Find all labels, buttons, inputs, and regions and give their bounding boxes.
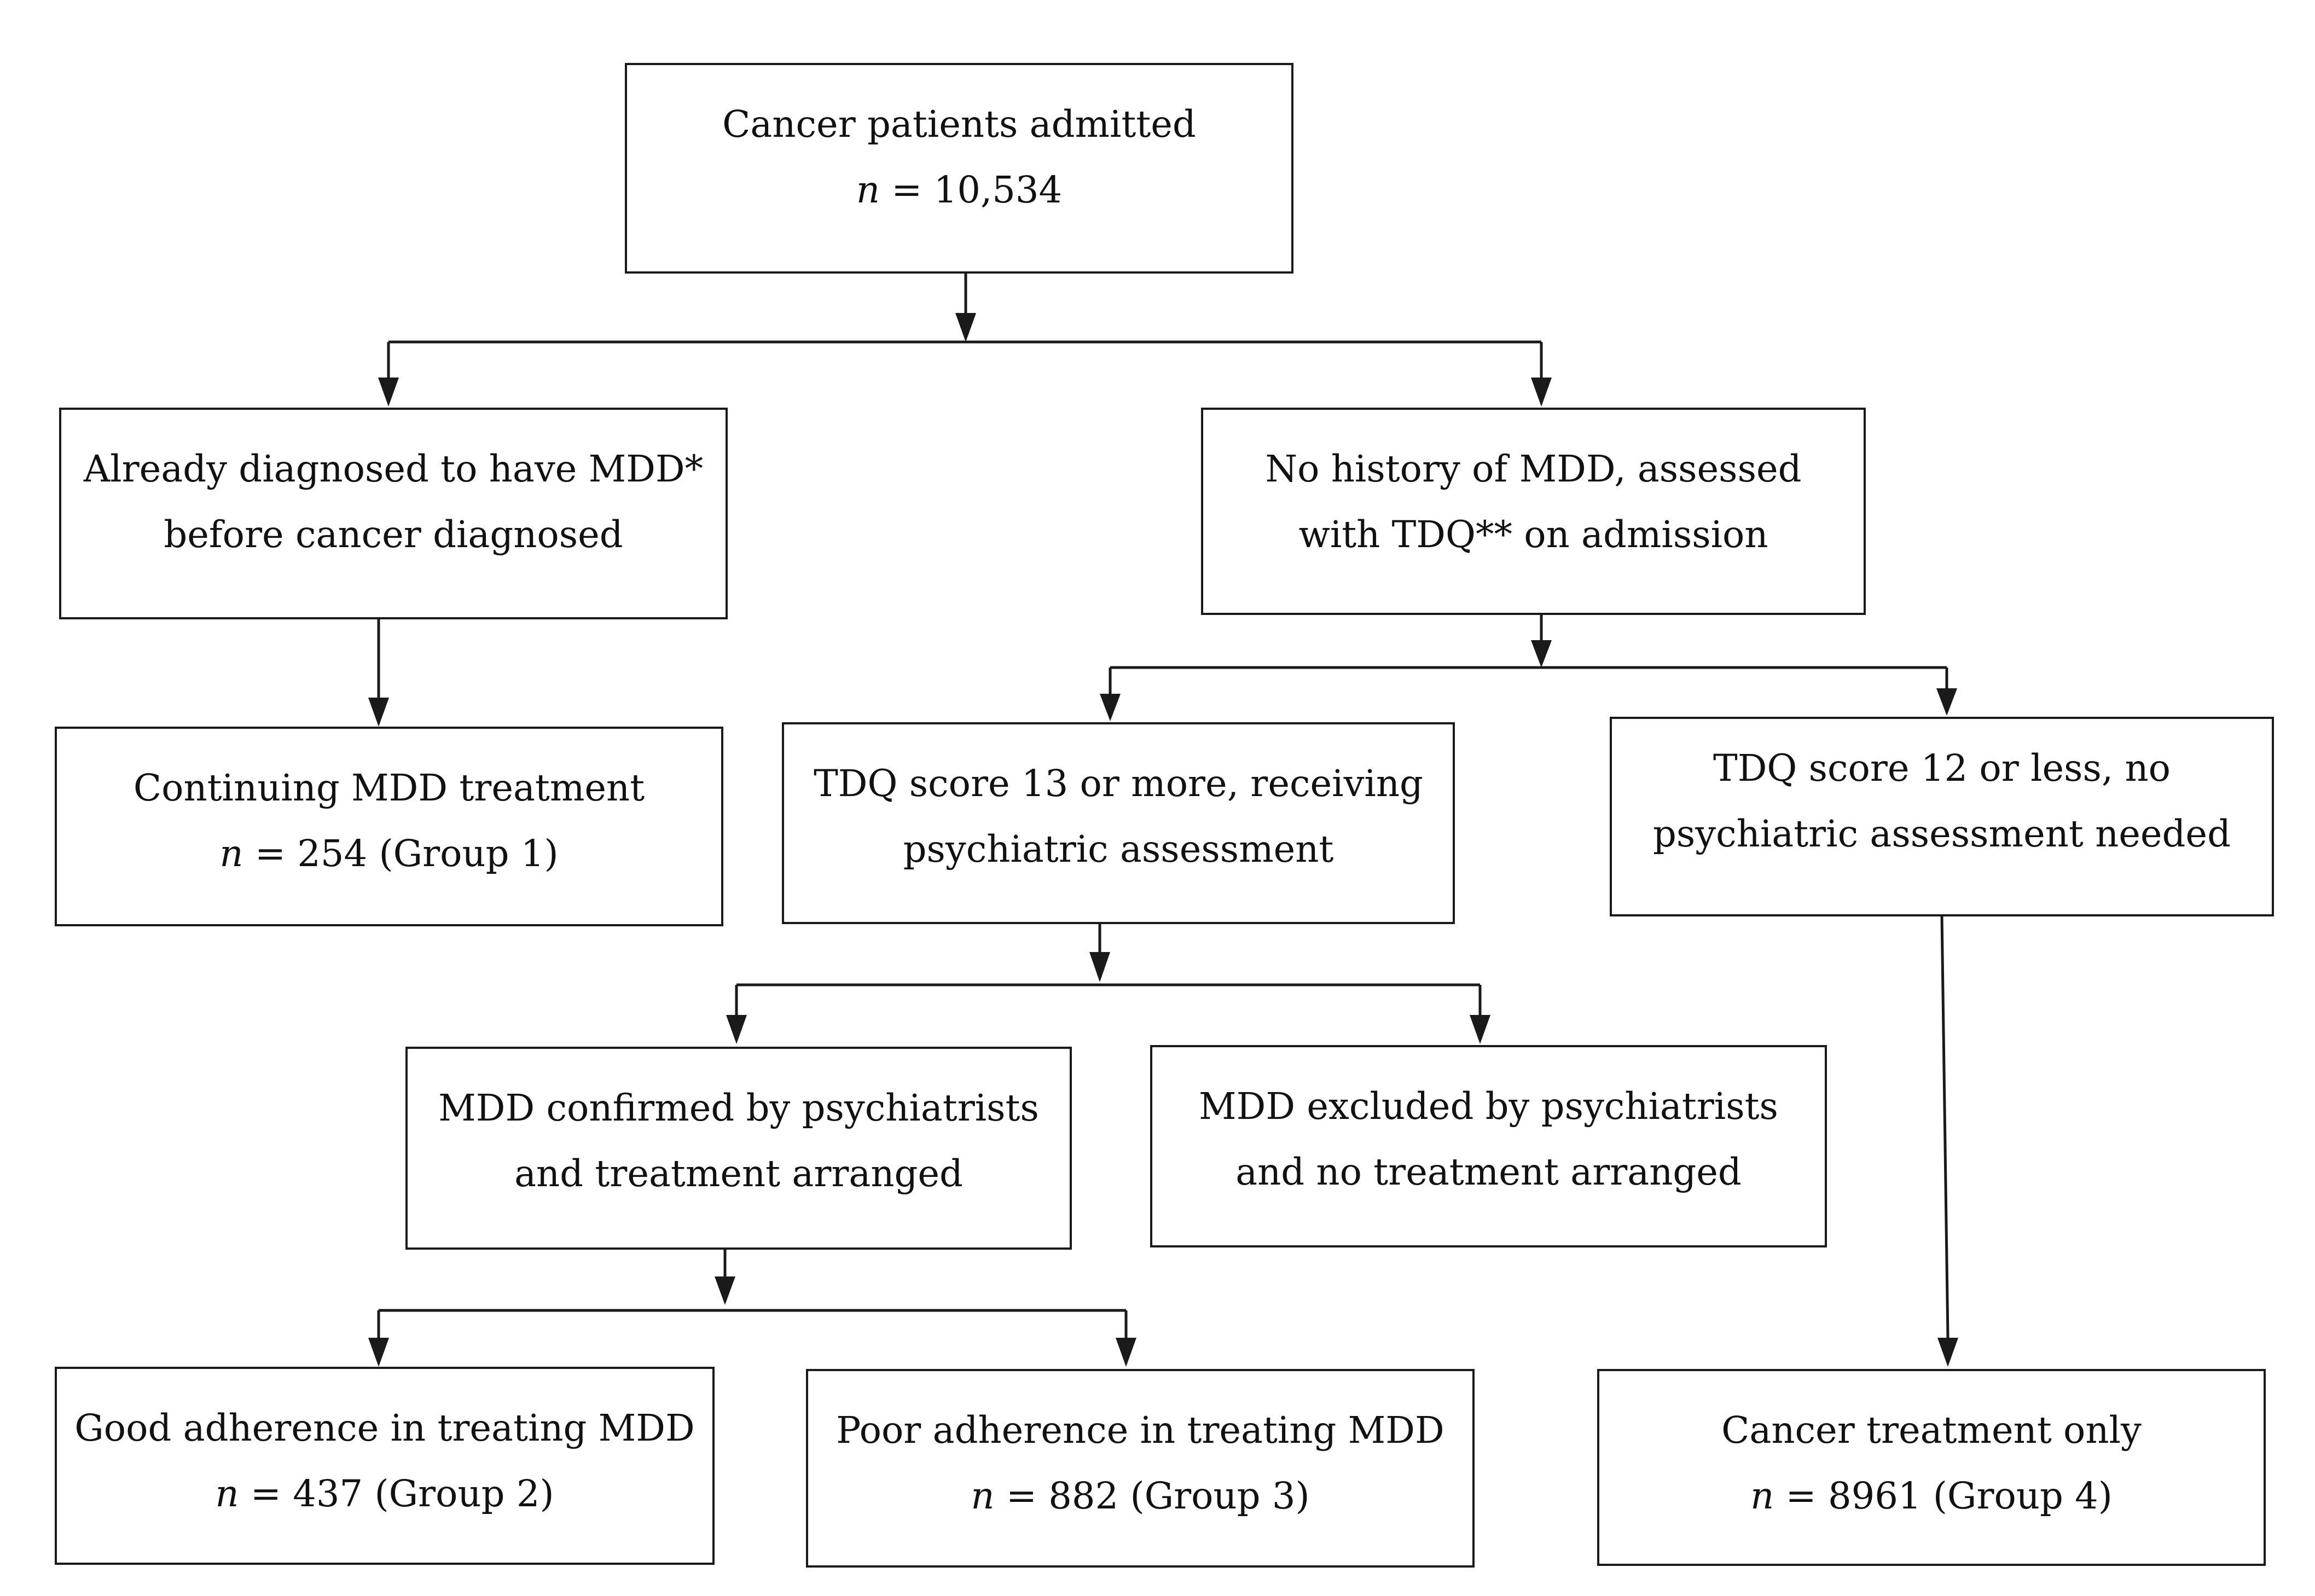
box-text: with TDQ** on admission xyxy=(1298,513,1768,556)
box-text: and no treatment arranged xyxy=(1235,1151,1742,1193)
box-text: Poor adherence in treating MDD xyxy=(836,1409,1444,1452)
sample-size-label: n = 8961 (Group 4) xyxy=(1750,1475,2113,1517)
connector-history-tdq xyxy=(1100,614,1957,721)
box-text: TDQ score 13 or more, receiving xyxy=(814,762,1423,805)
connector-admitted-split xyxy=(378,272,1552,407)
box-text: psychiatric assessment xyxy=(903,828,1334,870)
box-text: and treatment arranged xyxy=(514,1152,963,1195)
box-text: Continuing MDD treatment xyxy=(133,767,645,809)
box-already-diagnosed-mdd: Already diagnosed to have MDD* before ca… xyxy=(59,408,728,619)
box-tdq-high: TDQ score 13 or more, receiving psychiat… xyxy=(782,722,1455,924)
connector-prior-group1 xyxy=(368,618,389,727)
connector-confirmed-adherence xyxy=(368,1249,1136,1367)
box-text: Cancer patients admitted xyxy=(722,103,1196,146)
box-text: psychiatric assessment needed xyxy=(1653,812,2231,855)
sample-size-label: n = 254 (Group 1) xyxy=(219,832,559,875)
box-group4-cancer-treatment-only: Cancer treatment only n = 8961 (Group 4) xyxy=(1597,1369,2266,1566)
sample-size-label: n = 10,534 xyxy=(856,169,1063,211)
box-text: Already diagnosed to have MDD* xyxy=(83,448,704,490)
box-cancer-patients-admitted: Cancer patients admitted n = 10,534 xyxy=(625,63,1293,274)
box-text: TDQ score 12 or less, no xyxy=(1713,747,2171,790)
box-text: MDD confirmed by psychiatrists xyxy=(438,1087,1039,1129)
box-group2-good-adherence: Good adherence in treating MDD n = 437 (… xyxy=(55,1367,715,1565)
box-tdq-low: TDQ score 12 or less, no psychiatric ass… xyxy=(1610,717,2274,916)
sample-size-label: n = 437 (Group 2) xyxy=(215,1472,554,1515)
box-group3-poor-adherence: Poor adherence in treating MDD n = 882 (… xyxy=(806,1369,1475,1568)
box-group1-continuing-mdd: Continuing MDD treatment n = 254 (Group … xyxy=(55,727,723,926)
sample-size-label: n = 882 (Group 3) xyxy=(971,1475,1310,1517)
box-mdd-confirmed: MDD confirmed by psychiatrists and treat… xyxy=(405,1047,1072,1250)
box-no-history-mdd: No history of MDD, assessed with TDQ** o… xyxy=(1201,408,1866,615)
box-text: before cancer diagnosed xyxy=(164,513,623,556)
box-text: Good adherence in treating MDD xyxy=(74,1407,695,1449)
box-text: Cancer treatment only xyxy=(1721,1409,2142,1452)
connector-tdqlow-group4 xyxy=(1937,915,1958,1367)
box-text: MDD excluded by psychiatrists xyxy=(1199,1085,1778,1128)
box-mdd-excluded: MDD excluded by psychiatrists and no tre… xyxy=(1150,1045,1827,1247)
connector-tdqhigh-psych xyxy=(726,923,1490,1044)
box-text: No history of MDD, assessed xyxy=(1265,448,1802,490)
